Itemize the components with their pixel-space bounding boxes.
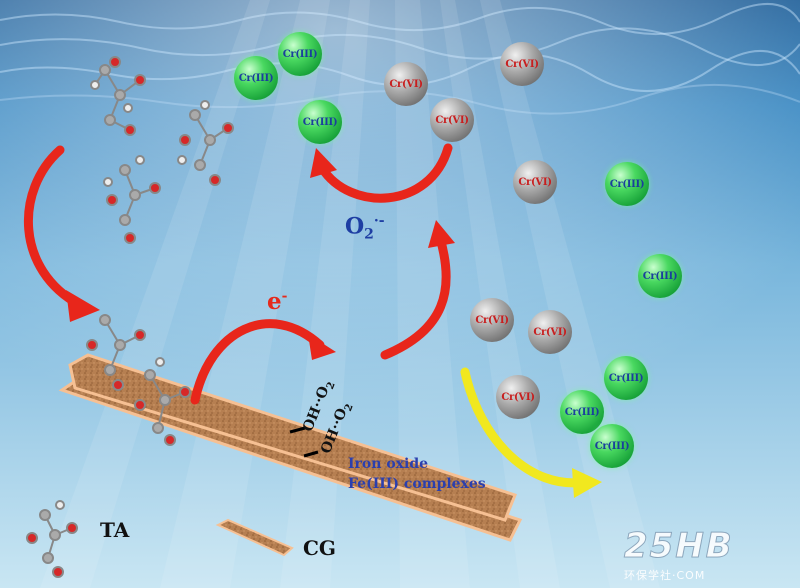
superoxide-label: O2·- bbox=[345, 213, 385, 243]
surface-bond-2 bbox=[303, 450, 319, 458]
iron-oxide-label: Iron oxide Fe(III) complexes bbox=[348, 454, 486, 494]
iron-oxide-line: Iron oxide bbox=[348, 456, 429, 472]
cr6-ion: Cr(VI) bbox=[384, 62, 428, 106]
electron-label: e- bbox=[267, 288, 288, 315]
ta-molecule-4 bbox=[86, 314, 146, 391]
cr6-ion: Cr(VI) bbox=[430, 98, 474, 142]
surface-bond-1 bbox=[289, 426, 306, 434]
cr3-ion: Cr(III) bbox=[278, 32, 322, 76]
arrow-cr6-to-cr3-head bbox=[310, 148, 337, 178]
arrow-o2-to-superoxide bbox=[380, 233, 451, 360]
arrow-yellow-reduction-head bbox=[572, 468, 602, 498]
cr3-ion: Cr(III) bbox=[590, 424, 634, 468]
light-rays bbox=[40, 0, 660, 588]
cr3-ion: Cr(III) bbox=[604, 356, 648, 400]
arrow-ta-to-sheet bbox=[23, 145, 85, 310]
arrow-cr6-to-cr3 bbox=[317, 143, 453, 203]
cg-legend-sheet bbox=[215, 518, 294, 557]
cr6-ion: Cr(VI) bbox=[470, 298, 514, 342]
cr3-ion: Cr(III) bbox=[605, 162, 649, 206]
arrow-electron-transfer-head bbox=[308, 334, 336, 360]
ta-molecule-1 bbox=[90, 56, 146, 136]
ta-molecule-5 bbox=[134, 357, 191, 446]
ta-legend-molecule bbox=[26, 500, 78, 578]
cr3-ion: Cr(III) bbox=[638, 254, 682, 298]
cr3-ion: Cr(III) bbox=[298, 100, 342, 144]
fe-complexes-line: Fe(III) complexes bbox=[348, 476, 486, 492]
cr3-ion: Cr(III) bbox=[560, 390, 604, 434]
watermark-logo: 25HB bbox=[624, 526, 734, 566]
watermark-tagline: 环保学社·COM bbox=[624, 569, 706, 582]
arrow-electron-transfer bbox=[190, 319, 325, 405]
ta-molecule-2 bbox=[177, 100, 234, 186]
ta-molecule-3 bbox=[103, 155, 161, 244]
ta-legend-label: TA bbox=[100, 518, 130, 542]
arrow-yellow-reduction bbox=[460, 367, 590, 488]
arrow-ta-to-sheet-head bbox=[66, 290, 100, 322]
arrow-o2-to-superoxide-head bbox=[428, 220, 455, 248]
cr6-ion: Cr(VI) bbox=[500, 42, 544, 86]
cr6-ion: Cr(VI) bbox=[496, 375, 540, 419]
cr3-ion: Cr(III) bbox=[234, 56, 278, 100]
cg-legend-label: CG bbox=[303, 536, 336, 560]
cr6-ion: Cr(VI) bbox=[528, 310, 572, 354]
cr6-ion: Cr(VI) bbox=[513, 160, 557, 204]
watermark: 25HB 环保学社·COM bbox=[624, 528, 734, 583]
